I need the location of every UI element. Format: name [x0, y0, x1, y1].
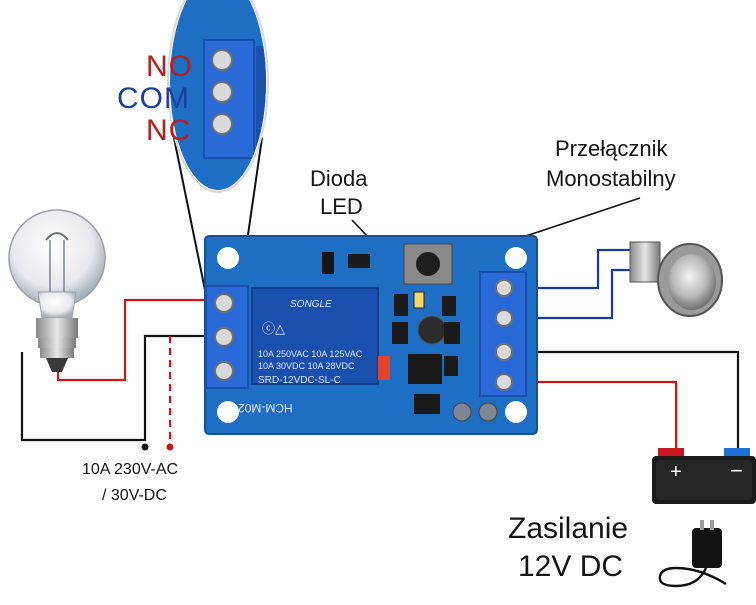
power-label-line2: 12V DC [518, 550, 624, 583]
switch-label-line2: Monostabilny [546, 166, 676, 191]
resistor [322, 252, 334, 274]
led-label-line2: LED [320, 194, 363, 219]
terminal-zoom-callout [167, 0, 269, 291]
power-label-line1: Zasilanie [508, 512, 629, 545]
rating-label-line1: 10A 230V-AC [82, 461, 179, 478]
led [413, 291, 425, 309]
diode [378, 356, 390, 380]
mount-hole [217, 247, 239, 269]
red-wire-terminal-dot [166, 443, 174, 451]
led-label-line1: Dioda [310, 166, 368, 191]
switch-label-line1: Przełącznik [555, 136, 668, 161]
board-model: HCM-M02 [238, 401, 293, 415]
wires [20, 197, 740, 452]
rating-label-line2: / 30V-DC [102, 487, 167, 504]
mount-hole [505, 247, 527, 269]
label-nc: NC [146, 114, 192, 147]
relay [251, 287, 379, 385]
momentary-switch [629, 241, 723, 317]
mount-hole [217, 401, 239, 423]
battery [652, 448, 756, 504]
power-adapter [658, 520, 727, 588]
black-wire-terminal-dot [141, 443, 149, 451]
relay-spec-line1: 10A 250VAC 10A 125VAC [258, 349, 363, 359]
ic-chip [408, 354, 442, 384]
battery-minus-sign: − [730, 458, 743, 483]
capacitor [417, 315, 447, 345]
mount-hole [505, 401, 527, 423]
transistor [348, 254, 370, 268]
relay-brand: SONGLE [290, 299, 332, 310]
relay-cert-icon: ⓒ△ [262, 322, 285, 337]
label-com: COM [117, 82, 190, 115]
light-bulb [8, 209, 106, 372]
relay-model: SRD-12VDC-SL-C [258, 375, 341, 386]
relay-board: ⓒ△ [204, 235, 538, 435]
battery-plus-sign: + [670, 461, 682, 483]
label-no: NO [146, 50, 193, 83]
relay-spec-line2: 10A 30VDC 10A 28VDC [258, 361, 355, 371]
